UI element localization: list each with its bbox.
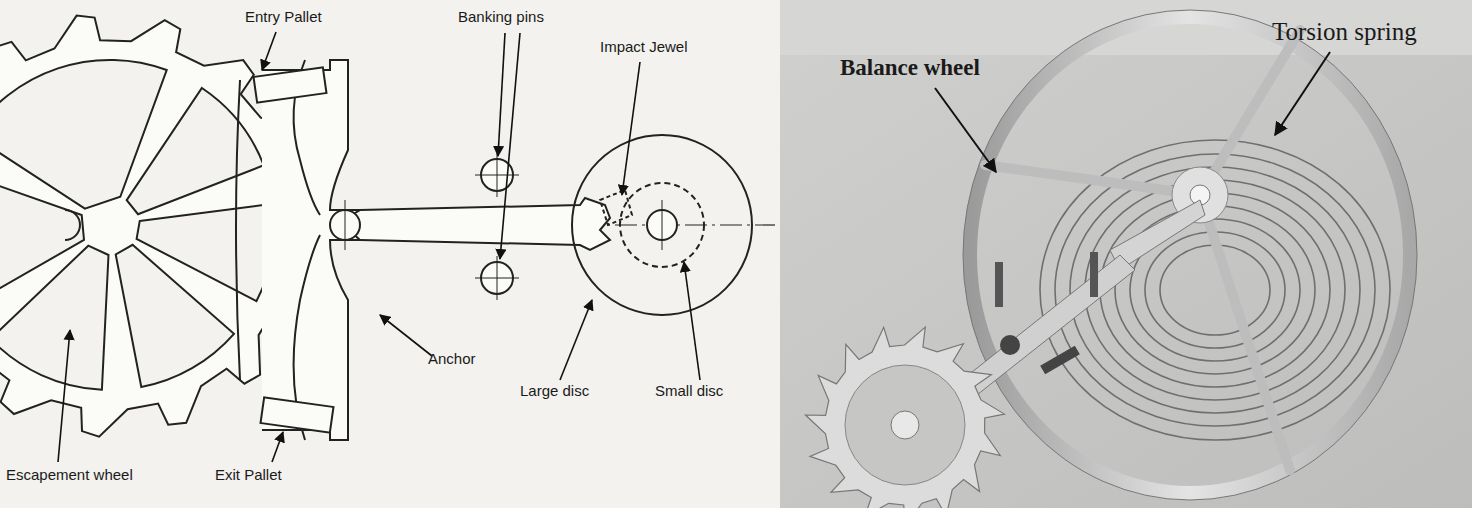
part-label: Escapement wheel xyxy=(6,466,133,483)
part-label: Balance wheel xyxy=(840,55,980,81)
part-label: Banking pins xyxy=(458,8,544,25)
part-label: Large disc xyxy=(520,382,589,399)
balance-illustration xyxy=(780,0,1472,508)
part-label: Exit Pallet xyxy=(215,466,282,483)
part-label: Small disc xyxy=(655,382,723,399)
part-label: Impact Jewel xyxy=(600,38,688,55)
part-label: Torsion spring xyxy=(1272,18,1417,47)
line-drawing xyxy=(0,16,775,462)
part-label: Entry Pallet xyxy=(245,8,322,25)
part-label: Anchor xyxy=(428,350,476,367)
